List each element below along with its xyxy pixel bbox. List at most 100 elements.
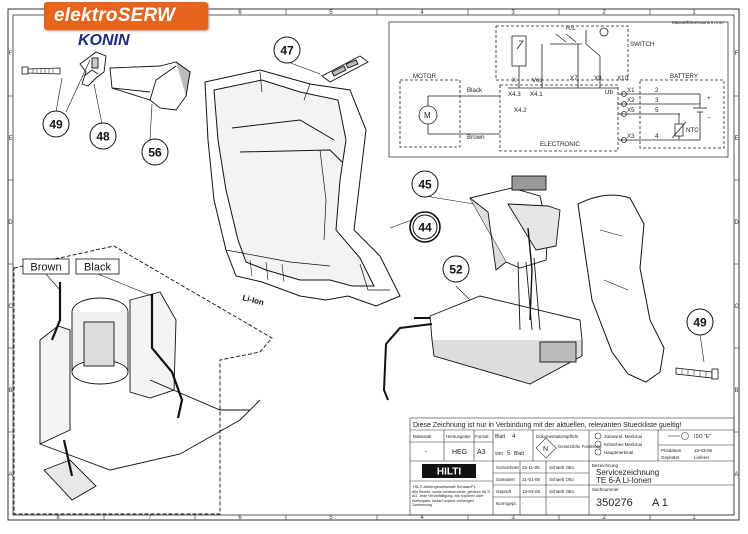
row-name: Schaeb Otto: [549, 477, 575, 482]
drawing-title: Servicezeichnung: [596, 468, 659, 477]
row-label: D: [8, 220, 13, 226]
plotdatum-value: 13-03-06: [694, 448, 713, 453]
col-label: 4: [420, 10, 424, 16]
part-screw-49b: [675, 367, 719, 380]
label-blatt: Blatt: [495, 434, 506, 440]
callout-49b: [686, 308, 714, 336]
herausgeber-value: HEG: [452, 449, 467, 456]
hilti-logo: HILTI: [437, 467, 461, 478]
terminal-x5: X5: [627, 107, 635, 114]
row-label: Normgepr.: [496, 501, 517, 506]
row-label: D: [734, 220, 739, 226]
row-date: -: [522, 501, 524, 506]
dims-note: Masse/Dimensions in mm: [672, 20, 724, 25]
callout-52: [442, 255, 470, 283]
doc-class: N: [543, 446, 548, 453]
battery-pin: 2: [655, 87, 659, 94]
wires: [382, 227, 533, 401]
row-label: Geändert: [496, 477, 516, 482]
row-label: Geprüft: [496, 489, 512, 494]
part-cap-56: [109, 61, 191, 111]
label-sachnummer: Sachnummer: [592, 487, 619, 492]
iso-projection: ISO "E": [694, 434, 711, 440]
callout-44-inner: [412, 214, 438, 240]
schematic-battery-label: BATTERY: [670, 73, 698, 80]
terminal-x42: X4.2: [514, 107, 527, 114]
title-block: [409, 417, 735, 516]
terminal-x10: X10: [617, 75, 629, 82]
watermark-city: KONIN: [78, 32, 130, 49]
callout-label: 45: [418, 178, 432, 192]
schematic-rl-label: R/L: [566, 25, 576, 32]
housing-half-shell: [204, 69, 401, 307]
row-label: F: [9, 51, 13, 57]
battery-plus: +: [707, 95, 711, 102]
total-sheets: 5: [507, 451, 511, 457]
callout-label: 49: [49, 118, 63, 132]
doc-requirement: Gesetzliche Forderung: [558, 444, 602, 449]
detail-view: [13, 245, 273, 515]
callout-label: 49: [693, 316, 707, 330]
callout-45: [411, 170, 439, 198]
row-label: E: [8, 136, 12, 142]
col-label: 3: [511, 515, 515, 521]
blatt-number: 4: [512, 434, 516, 440]
row-name: Schaeb Otto: [549, 489, 575, 494]
col-label: 6: [238, 10, 242, 16]
terminal-x3: X3: [627, 133, 635, 140]
part-cover-47: [321, 55, 369, 83]
label-blatt-word: Blatt: [514, 451, 525, 457]
row-label: C: [8, 304, 13, 310]
terminal-x41: X4.1: [530, 91, 543, 98]
callout-label: 52: [449, 263, 463, 277]
terminal-x7: X7: [570, 75, 578, 82]
schematic-brown-label: Brown: [467, 134, 485, 141]
row-label: B: [8, 388, 12, 394]
merkmal-1: Zulassrel. Merkmal: [604, 434, 642, 439]
schematic-black-label: Black: [467, 87, 483, 94]
schematic-electronic-label: ELECTRONIC: [540, 141, 580, 148]
callout-label: 56: [148, 146, 162, 160]
schematic-x-label: X: [512, 77, 516, 84]
revision: A 1: [652, 497, 668, 509]
geplottet-value: Lieferer: [694, 455, 710, 460]
callout-49: [42, 110, 70, 138]
col-label: 2: [602, 515, 606, 521]
col-label: 8: [56, 515, 60, 521]
row-label: Gezeichnet: [496, 465, 520, 470]
schematic-vcc-label: Vcc: [532, 77, 542, 84]
merkmal-2: Kritisches Merkmal: [604, 442, 642, 447]
part-screw-49: [21, 66, 61, 75]
label-plotdatum: Plotdatum: [661, 448, 682, 453]
battery-pin: 3: [655, 97, 659, 104]
watermark-badge: elektroSERW: [44, 2, 208, 30]
label-dokumentationspflicht: Dokumentationspflicht: [536, 434, 579, 439]
grip-handle: [577, 194, 665, 383]
watermark-brand: elektroSERW: [54, 5, 176, 26]
terminal-x43: X4.3: [508, 91, 521, 98]
row-label: A: [8, 472, 12, 478]
row-name: Schaeb Otto: [549, 465, 575, 470]
detail-tag-black: Black: [75, 258, 120, 275]
inner-frame: [12, 14, 735, 516]
schematic-switch-label: SWITCH: [630, 41, 654, 48]
merkmal-3: Hauptmerkmal: [604, 450, 633, 455]
detail-tag-brown: Brown: [22, 258, 70, 275]
part-number: 350276: [596, 497, 633, 509]
row-name: -: [549, 501, 551, 506]
leader-lines: [55, 59, 705, 363]
col-label: 4: [420, 515, 424, 521]
col-label: 2: [602, 10, 606, 16]
callout-47: [273, 36, 301, 64]
row-date: 22-11-05: [522, 465, 540, 470]
copyright-notice: Alle Rechte, sowie Urheberrechte, gehöre…: [412, 490, 491, 507]
housing-li-ion-label: Li-Ion: [242, 293, 265, 307]
terminal-x1: X1: [627, 87, 635, 94]
col-label: 1: [692, 10, 696, 16]
row-label: E: [734, 136, 738, 142]
motor-symbol-label: M: [424, 111, 431, 120]
frame-ticks: [8, 9, 739, 520]
battery-pin: 5: [655, 107, 659, 114]
